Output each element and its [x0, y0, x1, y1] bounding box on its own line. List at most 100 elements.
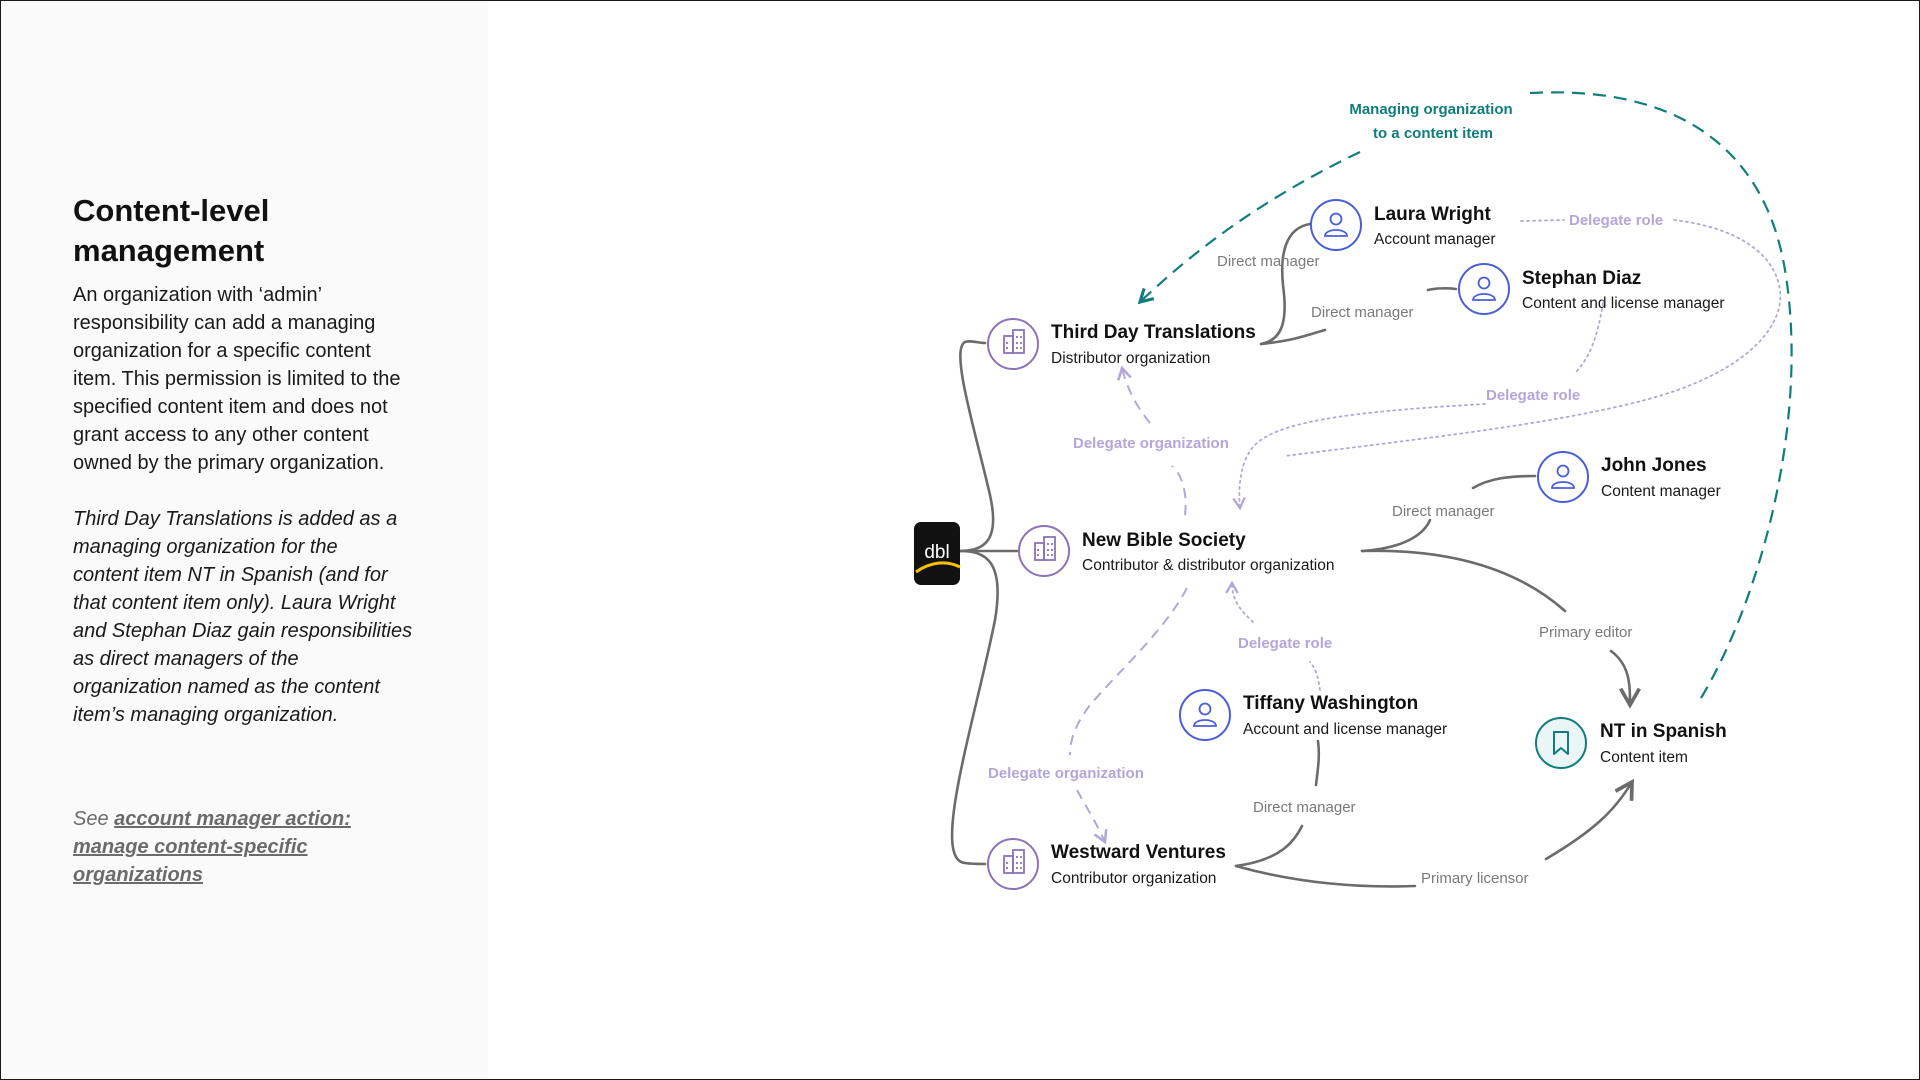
edge-delegate-role-tiffany — [1309, 661, 1321, 691]
edge-dbl-westward — [950, 549, 999, 866]
managing-organization-edges — [1137, 91, 1793, 699]
node-laura-wright[interactable]: Laura Wright Account manager — [1310, 199, 1496, 251]
edge-managing-org-nt-third-day — [1137, 151, 1361, 305]
bookmark-icon — [1535, 717, 1587, 769]
node-john-jones[interactable]: John Jones Content manager — [1537, 451, 1721, 503]
node-name: New Bible Society — [1082, 530, 1246, 551]
node-role: Account and license manager — [1243, 721, 1447, 738]
edge-delegate-org-new-bible-westward — [1069, 587, 1188, 756]
node-new-bible-society[interactable]: New Bible Society Contributor & distribu… — [1018, 525, 1334, 577]
node-westward-ventures[interactable]: Westward Ventures Contributor organizati… — [987, 838, 1226, 890]
edge-westward-primary-licensor — [1234, 864, 1417, 888]
example-paragraph: Third Day Translations is added as a man… — [73, 505, 433, 729]
dbl-logo: dbl — [914, 522, 961, 585]
node-name: NT in Spanish — [1600, 721, 1727, 742]
node-name: Stephan Diaz — [1522, 268, 1641, 289]
edge-label-managing-organization: Managing organization — [1349, 101, 1512, 118]
bookmark-icon — [1553, 731, 1569, 755]
node-role: Content item — [1600, 749, 1688, 766]
description-line: specified content item and does not — [73, 396, 388, 418]
edge-delegate-org-new-bible-third-day — [1171, 465, 1187, 516]
node-third-day-translations[interactable]: Third Day Translations Distributor organ… — [987, 318, 1256, 370]
example-line: item’s managing organization. — [73, 704, 339, 726]
edge-delegate-role-tiffany — [1225, 580, 1254, 623]
solid-edges — [950, 222, 1641, 888]
edge-third-day-stephan — [1259, 328, 1327, 346]
edge-john-stub — [1471, 474, 1537, 490]
title-line: Content-level — [73, 193, 270, 228]
edge-third-day-laura — [1259, 222, 1312, 346]
description-paragraph: An organization with ‘admin’ responsibil… — [73, 281, 433, 477]
node-name: John Jones — [1601, 455, 1707, 476]
description-line: responsibility can add a managing — [73, 312, 376, 334]
see-also: See account manager action: manage conte… — [73, 805, 433, 889]
sidebar-panel: Content-level management An organization… — [1, 1, 488, 1079]
node-tiffany-washington[interactable]: Tiffany Washington Account and license m… — [1179, 689, 1447, 741]
page-title: Content-level management — [73, 191, 433, 271]
node-name: Laura Wright — [1374, 204, 1491, 225]
edge-delegate-org-new-bible-third-day — [1117, 365, 1151, 424]
edge-stephan-stub — [1426, 287, 1458, 292]
account-manager-action-link[interactable]: manage content-specific — [73, 836, 308, 858]
edge-label-direct-manager: Direct manager — [1392, 503, 1495, 520]
edge-delegate-role-stephan — [1232, 403, 1486, 511]
node-role: Account manager — [1374, 231, 1496, 248]
node-name: Tiffany Washington — [1243, 693, 1418, 714]
edge-label-managing-organization: to a content item — [1373, 125, 1493, 142]
edge-delegate-role-laura — [1284, 219, 1782, 457]
title-line: management — [73, 233, 265, 268]
edge-managing-org-nt-third-day — [1529, 91, 1793, 699]
description-line: owned by the primary organization. — [73, 452, 385, 474]
edge-primary-editor-nt — [1609, 649, 1641, 709]
delegate-organization-edges — [1069, 365, 1188, 845]
edge-primary-licensor-nt — [1544, 778, 1634, 861]
description-line: An organization with ‘admin’ — [73, 284, 323, 306]
edge-new-bible-john — [1360, 518, 1432, 553]
see-prefix: See — [73, 808, 115, 830]
edge-label-primary-licensor: Primary licensor — [1421, 870, 1529, 887]
edge-label-direct-manager: Direct manager — [1217, 253, 1320, 270]
person-icon — [1324, 212, 1348, 237]
building-icon — [1003, 329, 1025, 354]
edge-label-primary-editor: Primary editor — [1539, 624, 1632, 641]
edge-label-delegate-role: Delegate role — [1569, 212, 1663, 229]
node-stephan-diaz[interactable]: Stephan Diaz Content and license manager — [1458, 263, 1725, 315]
example-line: organization named as the content — [73, 676, 380, 698]
example-line: managing organization for the — [73, 536, 338, 558]
dbl-logo-swoosh — [915, 561, 961, 574]
example-line: as direct managers of the — [73, 648, 299, 670]
node-role: Content and license manager — [1522, 295, 1725, 312]
account-manager-action-link[interactable]: account manager action: — [114, 808, 351, 830]
edge-label-delegate-organization: Delegate organization — [988, 765, 1144, 782]
edge-label-direct-manager: Direct manager — [1253, 799, 1356, 816]
edge-tiffany-direct-manager — [1314, 739, 1321, 787]
person-icon — [1551, 464, 1575, 489]
edge-label-delegate-role: Delegate role — [1238, 635, 1332, 652]
person-icon — [1193, 702, 1217, 727]
edge-label-delegate-role: Delegate role — [1486, 387, 1580, 404]
edge-delegate-role-laura — [1520, 219, 1565, 222]
edge-dbl-third-day — [958, 340, 995, 553]
account-manager-action-link[interactable]: organizations — [73, 864, 204, 886]
edge-labels: Direct manager Direct manager Direct man… — [988, 101, 1663, 887]
edge-westward-direct-manager — [1234, 824, 1304, 868]
building-icon — [1003, 849, 1025, 874]
edge-delegate-org-new-bible-westward — [1076, 789, 1108, 845]
person-icon — [1472, 276, 1496, 301]
node-role: Contributor organization — [1051, 870, 1216, 887]
dbl-logo-bg — [914, 522, 960, 585]
example-line: content item NT in Spanish (and for — [73, 564, 388, 586]
description-line: item. This permission is limited to the — [73, 368, 401, 390]
building-icon — [1034, 536, 1056, 561]
edge-delegate-role-stephan — [1574, 302, 1604, 374]
node-role: Contributor & distributor organization — [1082, 557, 1334, 574]
node-role: Content manager — [1601, 483, 1721, 500]
node-role: Distributor organization — [1051, 350, 1210, 367]
delegate-role-edges — [1225, 219, 1782, 691]
node-name: Westward Ventures — [1051, 842, 1226, 863]
example-line: that content item only). Laura Wright — [73, 592, 396, 614]
edge-label-delegate-organization: Delegate organization — [1073, 435, 1229, 452]
node-nt-in-spanish[interactable]: NT in Spanish Content item — [1535, 717, 1727, 769]
description-line: grant access to any other content — [73, 424, 369, 446]
